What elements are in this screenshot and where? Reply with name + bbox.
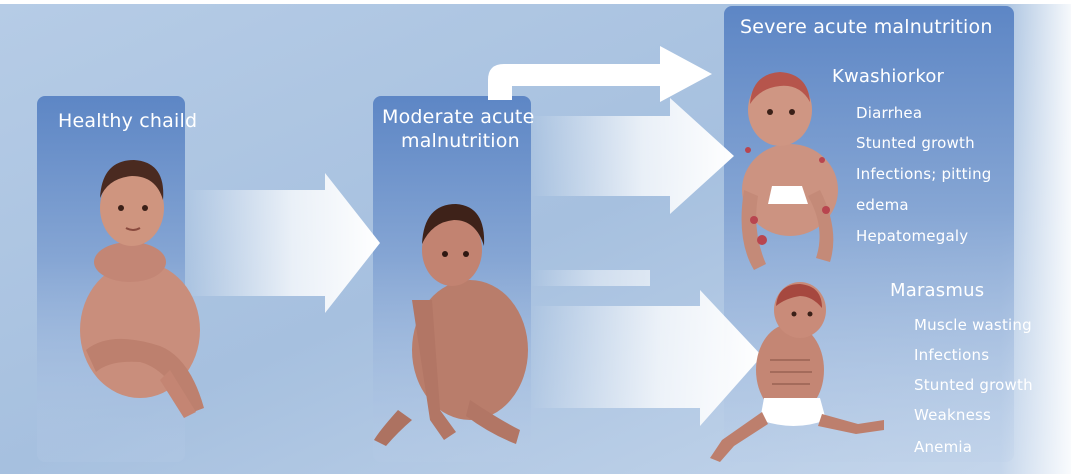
kwashiorkor-symptom: Stunted growth <box>856 134 975 152</box>
severe-title: Severe acute malnutrition <box>740 16 993 38</box>
arrow-moderate-lower <box>531 270 650 286</box>
kwashiorkor-symptom: Infections; pitting <box>856 165 992 183</box>
marasmus-symptom: Muscle wasting <box>914 316 1032 334</box>
healthy-child-title: Healthy chaild <box>58 110 197 132</box>
marasmus-symptom: Stunted growth <box>914 376 1033 394</box>
marasmus-symptom: Anemia <box>914 438 972 456</box>
marasmus-symptom: Infections <box>914 346 989 364</box>
kwashiorkor-symptom: edema <box>856 196 909 214</box>
kwashiorkor-symptom: Hepatomegaly <box>856 227 968 245</box>
marasmus-symptom: Weakness <box>914 406 991 424</box>
moderate-title-line1: Moderate acute <box>382 106 534 128</box>
marasmus-title: Marasmus <box>890 280 984 301</box>
top-white-band <box>0 0 1071 4</box>
kwashiorkor-title: Kwashiorkor <box>832 66 944 87</box>
moderate-title-line2: malnutrition <box>401 130 520 152</box>
kwashiorkor-symptom: Diarrhea <box>856 104 922 122</box>
